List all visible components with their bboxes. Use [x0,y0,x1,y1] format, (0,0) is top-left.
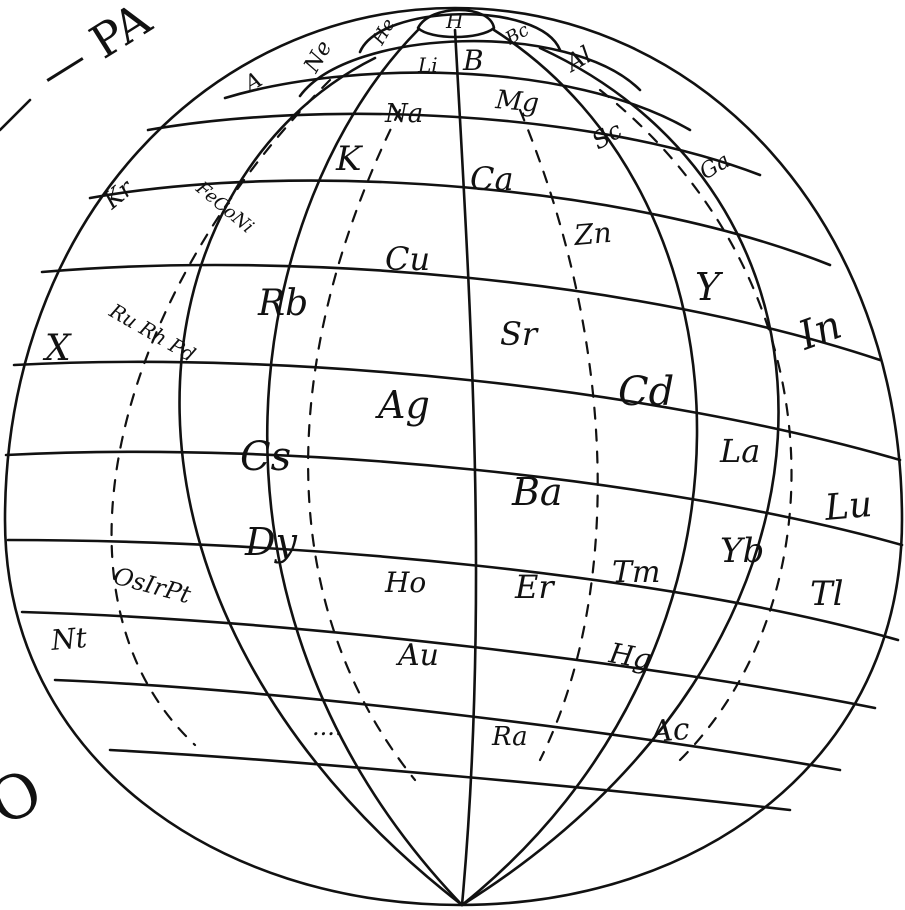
element-symbol-au: Au [395,638,439,673]
element-symbol-sr: Sr [500,315,539,353]
element-symbol-kr: Kr [97,173,139,215]
element-symbol-ellipsis: .... [312,713,343,741]
globe-outline [5,8,902,905]
element-symbol-ne: Ne [299,37,337,78]
latitude-9 [55,680,840,770]
element-symbol-in: In [792,302,848,360]
meridian-dashed-2 [308,110,415,780]
element-symbol-sc: Sc [587,116,627,155]
element-symbol-dy: Dy [244,520,297,564]
element-symbol-ho: Ho [384,566,426,599]
element-symbol-zn: Zn [572,216,613,252]
element-symbol-cu: Cu [385,240,430,278]
element-symbol-feconi: FeCoNi [191,177,258,238]
element-symbol-mg: Mg [493,85,540,119]
element-symbol-be: B [462,44,484,77]
title-dash [0,100,30,130]
element-symbol-rb: Rb [257,283,308,324]
element-symbol-ba: Ba [511,470,563,514]
latitude-10 [110,750,790,810]
title-fragment: — PA O [0,0,161,840]
element-symbol-al: Al [559,40,596,78]
element-symbol-y: Y [695,265,724,309]
element-symbol-hg: Hg [606,636,654,676]
element-symbol-ra: Ra [491,722,528,752]
meridian-dashed-3 [520,110,598,760]
element-symbol-ca: Ca [470,160,514,198]
latitude-5 [14,362,900,460]
bottom-fragment-text: O [0,756,53,840]
element-symbol-k: K [335,139,364,179]
latitude-2 [148,114,760,175]
element-symbol-lu: Lu [822,484,873,529]
element-symbol-x: X [42,328,72,369]
element-symbol-h: H [445,9,464,33]
element-symbol-na: Na [384,99,423,129]
element-symbol-he: He [368,15,400,49]
element-symbol-tm: Tm [612,555,660,590]
element-symbol-ag: Ag [375,383,430,427]
element-symbol-tl: Tl [810,574,844,614]
title-fragment-text: — PA [29,0,161,101]
element-symbol-nt: Nt [49,621,89,657]
latitude-6 [6,452,902,545]
element-symbol-cd: Cd [618,369,674,415]
element-symbol-cs: Cs [240,434,291,480]
latitude-8 [22,612,875,708]
element-symbol-yb: Yb [720,531,764,571]
globe [5,8,902,905]
element-symbol-li: Li [417,53,438,77]
element-symbol-osirpt: OsIrPt [110,562,194,610]
element-symbol-ac: Ac [647,712,692,750]
element-symbol-la: La [719,432,760,470]
element-symbol-ga: Ga [696,148,735,185]
element-symbol-er: Er [514,568,555,606]
